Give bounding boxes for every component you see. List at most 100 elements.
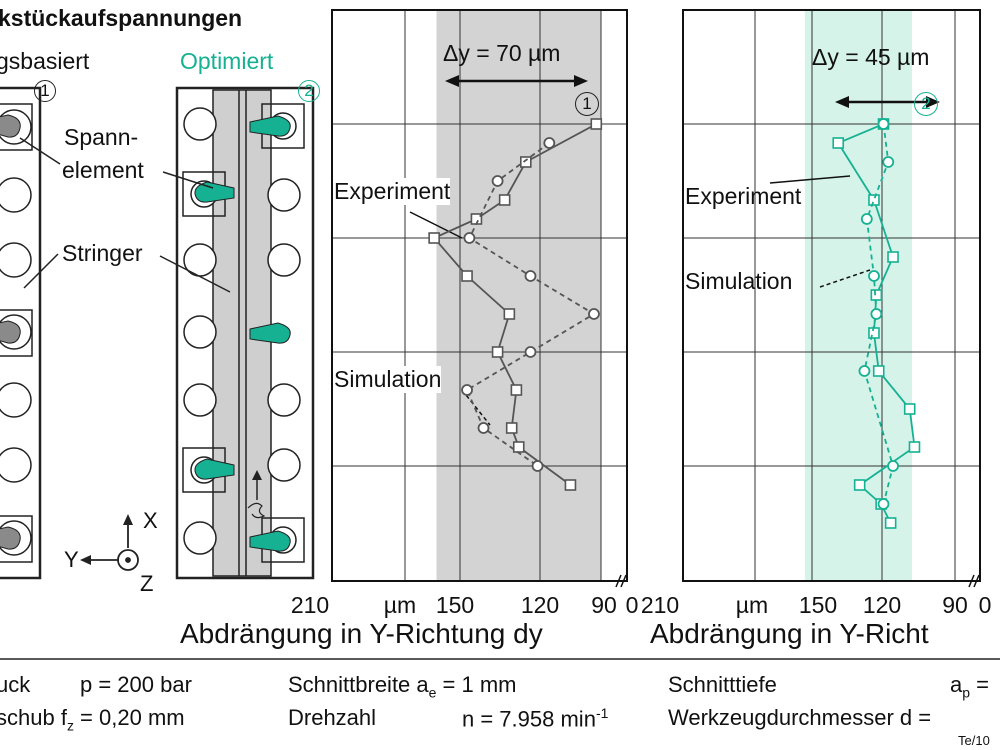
label-spannelement-line1: Spann- — [64, 124, 139, 150]
chart1-tick-label: 150 — [436, 592, 474, 618]
param-cut-depth-name: Schnitttiefe — [668, 672, 777, 697]
param-pressure-name: uck — [0, 672, 31, 697]
chart1-series-experiment-point — [564, 479, 577, 491]
chart2-xlabel: Abdrängung in Y-Richt — [650, 618, 929, 649]
chart2-delta-arrowhead — [835, 96, 849, 108]
param-pressure-value: p = 200 bar — [80, 672, 192, 697]
chart2-tick-label: 150 — [799, 592, 837, 618]
label-spannelement-line2: element — [62, 157, 144, 183]
chart2-leader-simulation — [819, 269, 871, 288]
chart2-annotation-experiment: Experiment — [685, 183, 802, 209]
chart2-series-experiment-point — [903, 403, 916, 415]
chart2-series-simulation-point — [858, 365, 871, 377]
chart2-series-simulation-point — [870, 308, 883, 320]
chart1-tick-label: 0 — [626, 592, 639, 618]
chart1-series-experiment-point — [510, 384, 523, 396]
diagram-leaders — [19, 137, 231, 293]
chart1-series-experiment-point — [512, 441, 525, 453]
param-speed-value: n = 7.958 min-1 — [462, 705, 609, 732]
chart1-axis-break — [615, 574, 622, 588]
chart1-tick-label: µm — [384, 592, 416, 618]
chart1-delta-arrowhead — [574, 75, 588, 87]
chart1-tick-label: 120 — [521, 592, 559, 618]
chart2-series-experiment-point — [884, 517, 897, 529]
variant-left-label: gsbasiert — [0, 48, 90, 74]
chart2-series-experiment-point — [832, 137, 845, 149]
chart1-series-experiment-point — [461, 270, 473, 282]
page-title: kstückaufspannungen — [0, 5, 243, 31]
chart1-series-simulation-point — [461, 384, 473, 396]
chart2-title: Δy = 45 µm — [812, 44, 930, 70]
chart2-frame — [682, 9, 981, 582]
chart2-tick-label: 0 — [979, 592, 992, 618]
chart1-series-simulation-point — [463, 232, 476, 244]
chart1-tolerance-band — [436, 10, 601, 581]
chart2-series-simulation-point — [877, 498, 890, 510]
chart1-leader-experiment — [409, 211, 463, 239]
chart1-delta-arrowhead — [445, 75, 459, 87]
chart1-annotation-simulation: Simulation — [334, 366, 442, 393]
chart1-series-simulation-point — [531, 460, 544, 472]
chart2-series-experiment-point — [853, 479, 866, 491]
marker-1-diagram: 1 — [34, 80, 56, 102]
chart-standard: 210 µm 150 120 90 0 — [291, 9, 639, 618]
chart2-series-experiment-point — [870, 289, 883, 301]
chart2-series-simulation-point — [877, 118, 890, 130]
chart2-series-experiment-point — [872, 365, 885, 377]
chart1-marker: 1 — [575, 92, 599, 116]
credit: Te/10 — [958, 733, 990, 748]
chart1-tick-label: 90 — [591, 592, 617, 618]
chart2-series-experiment-point — [908, 441, 921, 453]
chart1-title: Δy = 70 µm — [443, 40, 561, 66]
chart1-series-simulation-point — [524, 270, 537, 282]
chart2-axis-break — [973, 574, 980, 588]
axis-z-label: Z — [140, 571, 154, 596]
label-stringer: Stringer — [62, 240, 143, 266]
chart1-series-experiment-point — [505, 422, 518, 434]
chart2-series-simulation-point — [882, 156, 895, 168]
fixture-left — [0, 86, 42, 580]
chart-optimized: 210 µm 150 120 90 0 — [641, 9, 992, 618]
chart2-tick-label: µm — [736, 592, 768, 618]
param-cut-depth-value: ap = — [950, 672, 990, 701]
chart2-series-simulation-line — [863, 123, 894, 505]
chart2-tick-label: 120 — [863, 592, 901, 618]
chart1-series-experiment-point — [428, 232, 440, 244]
variant-right-label: Optimiert — [180, 48, 274, 74]
chart1-series-simulation-point — [477, 422, 490, 434]
chart2-tick-label: 210 — [641, 592, 679, 618]
param-cut-width: Schnittbreite ae = 1 mm — [288, 672, 517, 701]
axis-y-label: Y — [64, 547, 79, 572]
chart2-series-simulation-point — [887, 460, 899, 472]
chart1-annotation-experiment: Experiment — [334, 178, 451, 205]
chart1-series-experiment-point — [519, 156, 532, 168]
chart2-leader-experiment — [769, 175, 851, 184]
chart1-series-experiment-point — [503, 308, 516, 320]
chart2-axis-break — [968, 574, 975, 588]
chart2-series-experiment-point — [887, 251, 899, 263]
chart1-series-simulation-point — [491, 175, 504, 187]
chart1-series-simulation-point — [524, 346, 537, 358]
param-tool-diameter: Werkzeugdurchmesser d = — [668, 705, 932, 730]
axis-x-label: X — [143, 508, 158, 533]
param-speed-name: Drehzahl — [288, 705, 377, 730]
param-feed: schub fz = 0,20 mm — [0, 705, 185, 734]
marker-2-diagram: 2 — [298, 80, 320, 102]
chart1-series-simulation-point — [588, 308, 600, 320]
chart2-tolerance-band — [804, 10, 913, 581]
chart2-tick-label: 90 — [942, 592, 968, 618]
chart2-series-experiment-point — [868, 194, 880, 206]
chart1-xlabel: Abdrängung in Y-Richtung dy — [180, 618, 543, 649]
chart1-series-simulation-point — [543, 137, 556, 149]
coordinate-system — [80, 514, 139, 571]
chart2-series-simulation-point — [860, 213, 873, 225]
chart2-marker: 2 — [914, 92, 938, 116]
chart1-frame — [331, 9, 628, 582]
chart1-series-experiment-point — [491, 346, 504, 358]
chart1-series-experiment-point — [590, 118, 603, 130]
fixture-optimized — [175, 86, 315, 580]
chart1-tick-label: 210 — [291, 592, 329, 618]
chart2-annotation-simulation: Simulation — [685, 268, 793, 294]
chart1-axis-break — [620, 574, 627, 588]
